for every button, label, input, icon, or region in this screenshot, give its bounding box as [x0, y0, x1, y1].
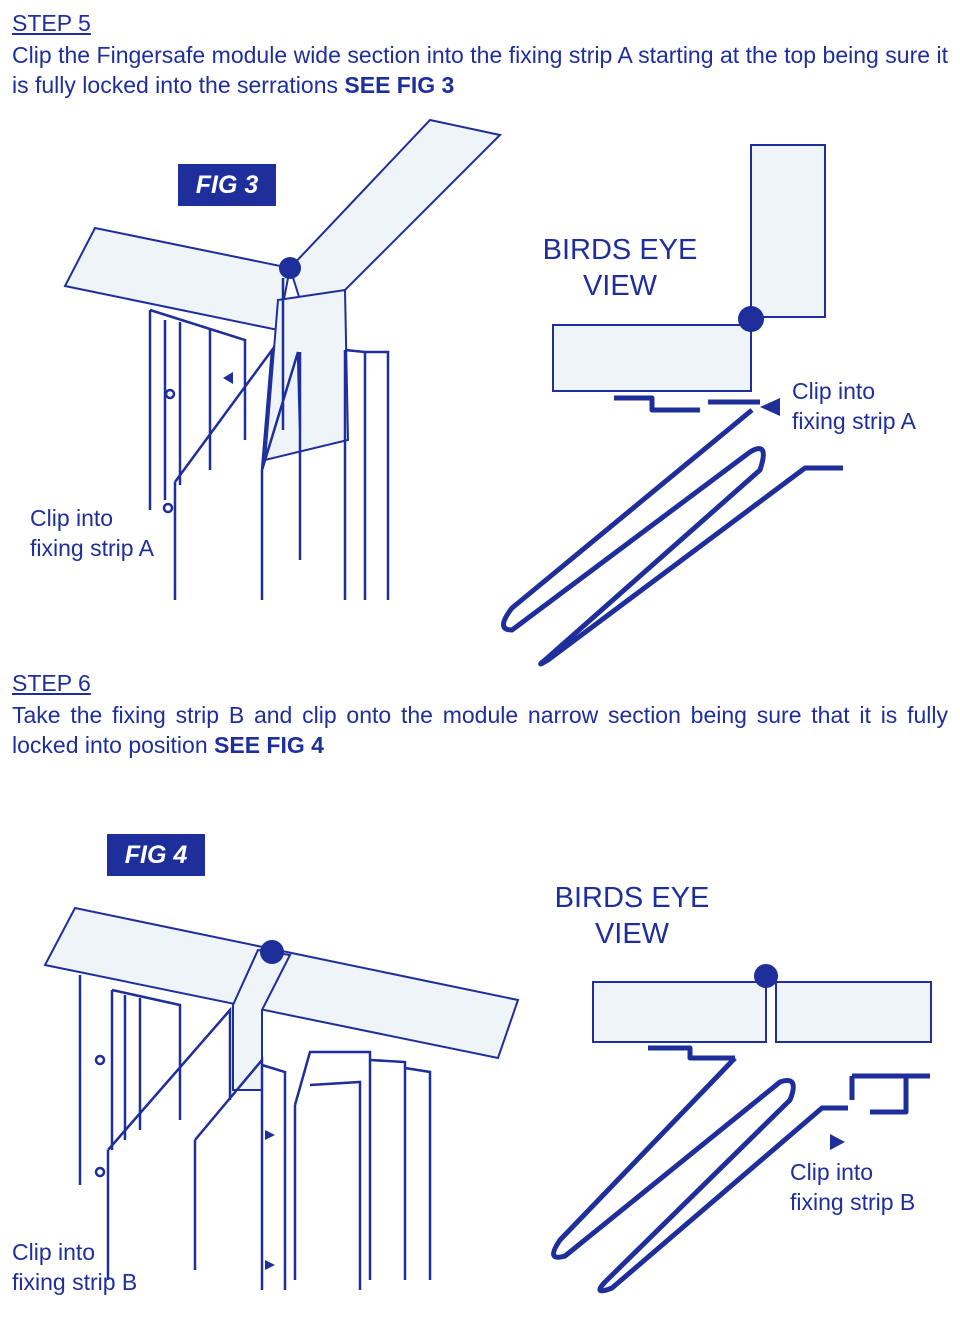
fig3-arrow-icon [223, 372, 233, 384]
fig4-module-folds [106, 1006, 432, 1290]
fig3-corner-dot [279, 257, 301, 279]
fig3-birds-eye-title: BIRDS EYE VIEW [530, 232, 710, 304]
fig3-clip-arrow-icon [760, 398, 780, 416]
fig4-right-label-line1: Clip into [790, 1159, 874, 1185]
step5-fig-reference: SEE FIG 3 [344, 72, 455, 98]
fig3-birds-eye-line2: VIEW [582, 270, 658, 302]
fig4-screw-icon [94, 1054, 106, 1066]
step5-instruction: Clip the Fingersafe module wide section … [12, 42, 948, 98]
fig4-arrow-icon [265, 1260, 275, 1270]
fig4-left-label: Clip into fixing strip B [12, 1237, 137, 1297]
fig4-arrow-icon [265, 1130, 275, 1140]
fig3-left-label-line2: fixing strip A [30, 535, 154, 561]
fig4-perspective-view [43, 906, 520, 1290]
step6-title: STEP 6 [12, 670, 91, 696]
step6-fig-reference: SEE FIG 4 [214, 732, 324, 758]
fig3-right-label-line1: Clip into [792, 378, 876, 404]
fig3-screw-icon [164, 388, 176, 400]
fig3-right-label-line2: fixing strip A [792, 408, 916, 434]
fig3-fixing-strip-a [148, 308, 247, 510]
fig4-fixing-strip-b-profile [849, 1073, 930, 1115]
step5-title: STEP 5 [12, 10, 91, 36]
fig4-clip-arrow-icon [830, 1134, 845, 1150]
fig4-right-label: Clip into fixing strip B [790, 1157, 915, 1217]
fig4-birds-eye-line2: VIEW [594, 918, 670, 950]
fig4-wall-right [775, 981, 932, 1043]
fig3-beam-right [288, 118, 503, 302]
fig3-corner-post [263, 288, 350, 462]
fig3-perspective-view [63, 118, 503, 600]
fig4-birds-eye-line1: BIRDS EYE [554, 882, 710, 914]
fig3-tag: FIG 3 [178, 164, 276, 206]
fig4-right-label-line2: fixing strip B [790, 1189, 916, 1215]
step6-instruction: Take the fixing strip B and clip onto th… [12, 702, 948, 758]
fig4-left-label-line2: fixing strip B [12, 1269, 138, 1295]
fig3-birds-eye-line1: BIRDS EYE [542, 234, 698, 266]
fig3-wall-horizontal [552, 324, 752, 392]
fig4-corner-dot-top [754, 964, 778, 988]
fig4-beam [43, 906, 520, 1060]
fig3-wall-vertical [750, 144, 826, 318]
fig3-fixing-strip-profile [614, 395, 760, 413]
fig4-left-label-line1: Clip into [12, 1239, 96, 1265]
fig4-fixing-strip [78, 975, 182, 1185]
fig3-module-profile [501, 408, 843, 667]
fig3-screw-icon [162, 502, 174, 514]
fig4-module-profile [551, 1056, 848, 1294]
fig4-birds-eye-view [551, 964, 932, 1294]
fig3-birds-eye-view [501, 144, 843, 667]
fig4-corner-dot [260, 940, 284, 964]
fig3-corner-dot-top [738, 306, 764, 332]
fig4-wall-left [592, 981, 767, 1043]
fig4-fixing-strip-profile-a [648, 1045, 735, 1061]
fig3-left-label: Clip into fixing strip A [30, 503, 154, 563]
fig3-left-label-line1: Clip into [30, 505, 114, 531]
fig4-screw-icon [94, 1166, 106, 1178]
step6-text: Take the fixing strip B and clip onto th… [12, 700, 948, 760]
fig4-tag: FIG 4 [107, 834, 205, 876]
fig3-module-folds [173, 278, 390, 600]
fig3-right-label: Clip into fixing strip A [792, 376, 916, 436]
step5-text: Clip the Fingersafe module wide section … [12, 40, 948, 100]
fig4-birds-eye-title: BIRDS EYE VIEW [542, 880, 722, 952]
